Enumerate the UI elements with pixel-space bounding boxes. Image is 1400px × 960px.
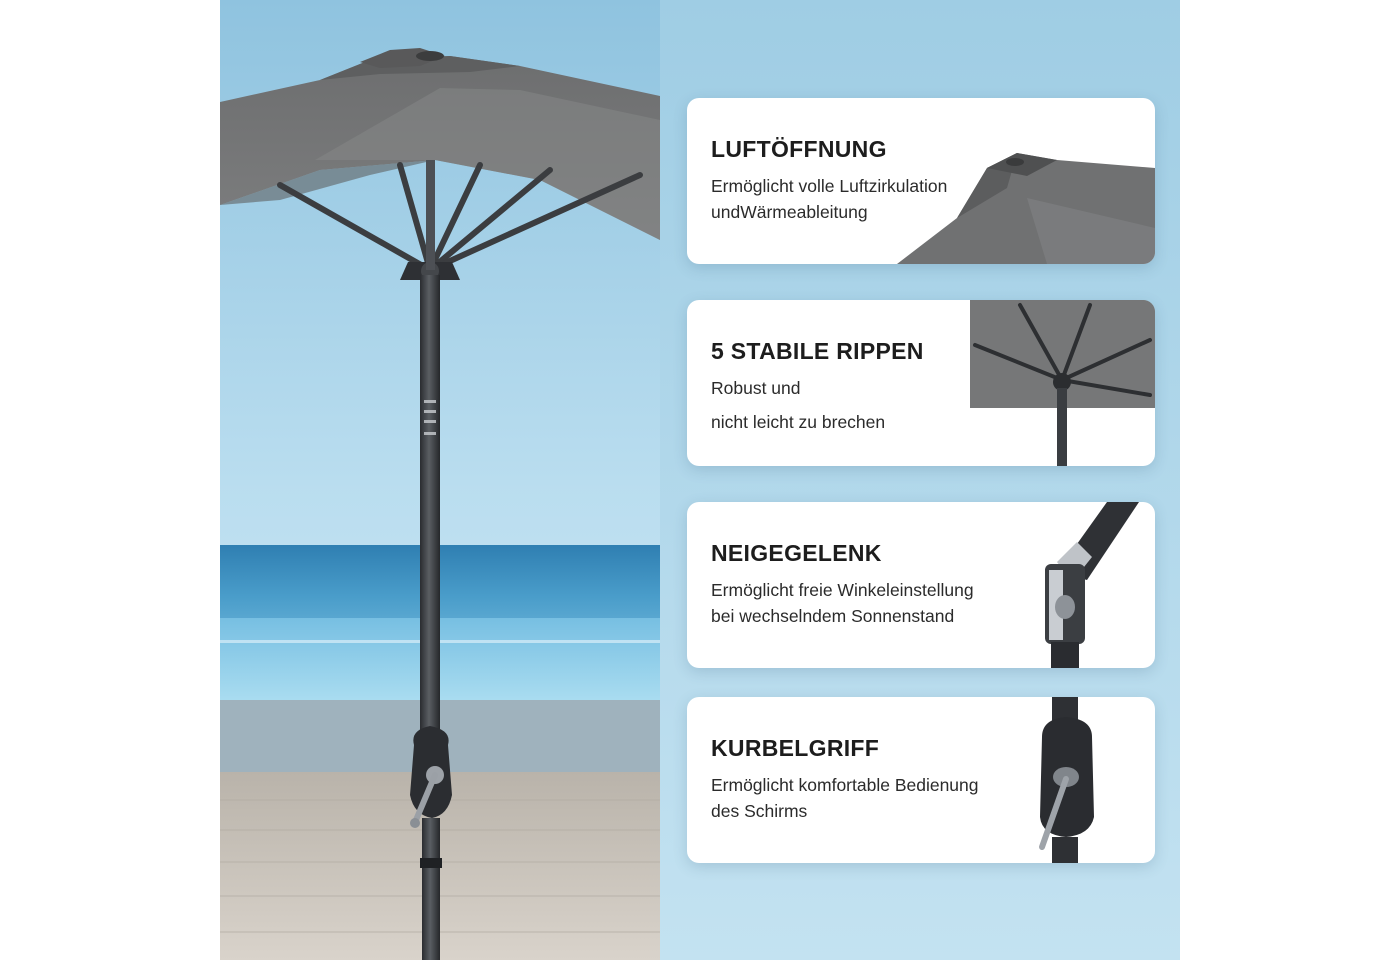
crank-handle-closeup-icon bbox=[1039, 697, 1094, 863]
feature-title: NEIGEGELENK bbox=[711, 540, 882, 566]
feature-title: KURBELGRIFF bbox=[711, 735, 880, 761]
feature-line: des Schirms bbox=[711, 801, 808, 821]
feature-title: LUFTÖFFNUNG bbox=[711, 136, 887, 162]
feature-card-crank-handle: KURBELGRIFF Ermöglicht komfortable Bedie… bbox=[687, 697, 1155, 863]
feature-card-ribs: 5 STABILE RIPPEN Robust und nicht leicht… bbox=[687, 300, 1155, 466]
feature-line: undWärmeableitung bbox=[711, 202, 868, 222]
feature-card-vent: LUFTÖFFNUNG Ermöglicht volle Luftzirkula… bbox=[687, 98, 1155, 264]
feature-line: Robust und bbox=[711, 378, 801, 398]
feature-line: Ermöglicht freie Winkeleinstellung bbox=[711, 580, 974, 600]
feature-text: NEIGEGELENK Ermöglicht freie Winkeleinst… bbox=[711, 540, 1011, 629]
feature-line: nicht leicht zu brechen bbox=[711, 412, 886, 432]
feature-line: Ermöglicht komfortable Bedienung bbox=[711, 775, 979, 795]
feature-text: KURBELGRIFF Ermöglicht komfortable Bedie… bbox=[711, 735, 1011, 824]
feature-title: 5 STABILE RIPPEN bbox=[711, 338, 924, 364]
vent-closeup-icon bbox=[897, 153, 1155, 264]
tilt-joint-closeup-icon bbox=[1045, 502, 1139, 668]
feature-line: Ermöglicht volle Luftzirkulation bbox=[711, 176, 948, 196]
feature-text: 5 STABILE RIPPEN Robust und nicht leicht… bbox=[711, 338, 1011, 435]
ribs-closeup-icon bbox=[970, 300, 1155, 466]
feature-card-tilt-joint: NEIGEGELENK Ermöglicht freie Winkeleinst… bbox=[687, 502, 1155, 668]
feature-text: LUFTÖFFNUNG Ermöglicht volle Luftzirkula… bbox=[711, 136, 1011, 225]
feature-line: bei wechselndem Sonnenstand bbox=[711, 606, 955, 626]
